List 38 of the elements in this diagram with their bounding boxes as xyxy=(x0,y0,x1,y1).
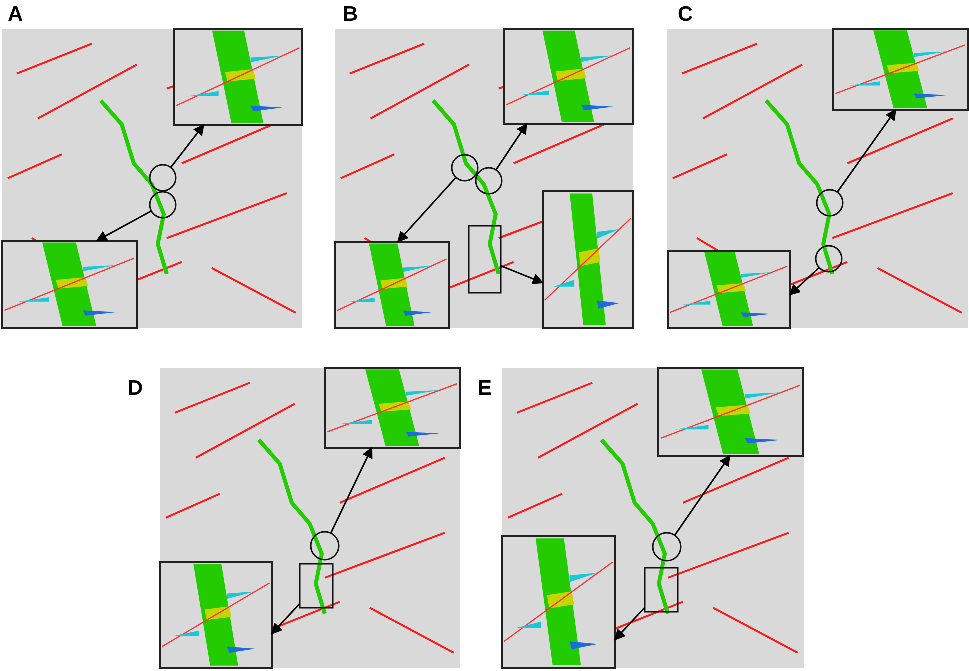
highlight-circle xyxy=(816,189,844,217)
panel-label: E xyxy=(478,378,492,399)
picture xyxy=(334,241,450,329)
picture xyxy=(159,561,273,669)
highlight-circle xyxy=(475,167,503,195)
arrow xyxy=(96,210,152,242)
highlight-rectangle xyxy=(644,567,679,613)
highlight-circle xyxy=(149,191,177,219)
arrow xyxy=(836,109,897,193)
panel-label: A xyxy=(8,4,24,25)
arrow xyxy=(170,124,205,168)
picture xyxy=(832,28,969,111)
picture xyxy=(542,190,634,329)
picture xyxy=(173,28,303,126)
highlight-rectangle xyxy=(468,225,502,294)
panel-label: B xyxy=(343,4,358,25)
picture xyxy=(503,28,634,125)
highlight-circle xyxy=(451,154,479,182)
arrow xyxy=(614,607,646,641)
panel-label: D xyxy=(128,378,144,399)
highlight-circle xyxy=(652,532,682,562)
picture xyxy=(501,535,616,669)
arrow xyxy=(500,265,544,284)
arrow xyxy=(789,267,820,296)
highlight-rectangle xyxy=(299,563,334,609)
highlight-circle xyxy=(310,531,340,561)
picture xyxy=(324,367,461,449)
arrow xyxy=(330,447,373,534)
arrow xyxy=(271,603,301,635)
picture xyxy=(1,240,138,329)
arrow xyxy=(496,123,528,171)
arrow xyxy=(674,455,731,536)
panel-label: C xyxy=(678,4,694,25)
highlight-circle xyxy=(149,164,177,192)
picture xyxy=(667,250,791,329)
picture xyxy=(657,367,804,457)
arrow xyxy=(397,177,457,243)
highlight-circle xyxy=(815,245,843,273)
